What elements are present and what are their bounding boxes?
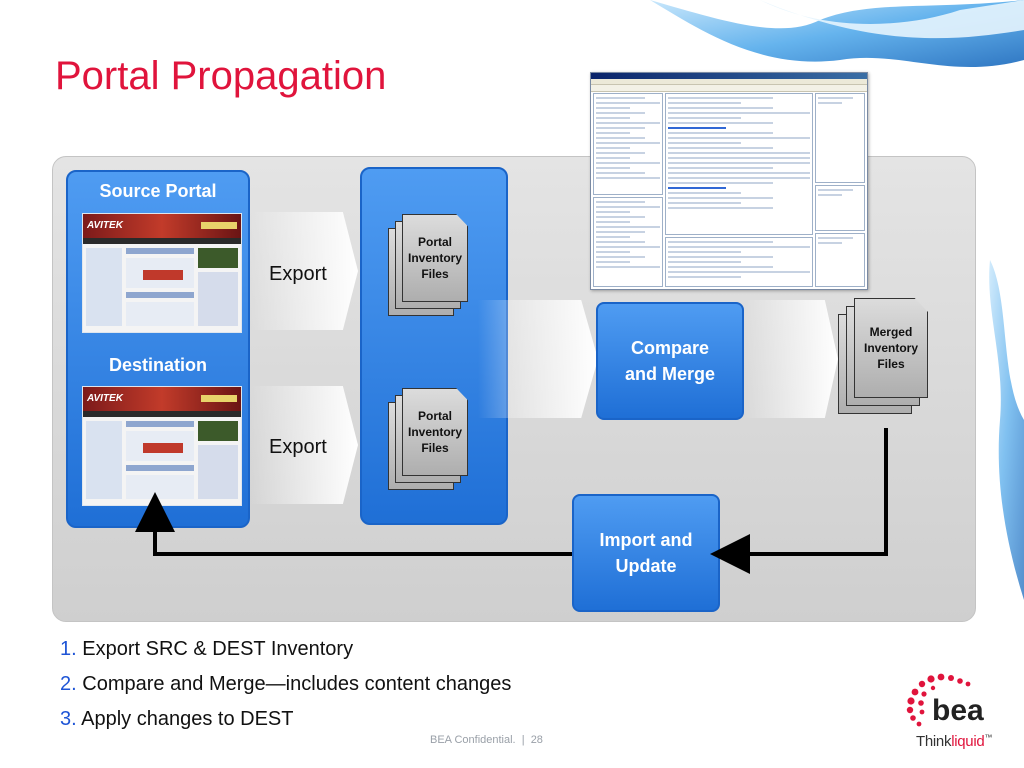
destination-portal-screenshot: AVITEK	[82, 386, 242, 506]
bea-logo-icon: bea Thinkliquid™	[902, 670, 1002, 750]
export-top-arrow	[250, 212, 358, 330]
list-item: 1. Export SRC & DEST Inventory	[60, 638, 354, 660]
to-compare-arrow	[478, 300, 598, 418]
source-portal-label: Source Portal	[99, 181, 217, 201]
merged-to-import-connector	[710, 428, 888, 574]
list-item: 3. Apply changes to DEST	[60, 708, 294, 730]
list-item: 2. Compare and Merge—includes content ch…	[60, 673, 512, 695]
export-bottom-label: Export	[269, 436, 327, 458]
ide-screenshot	[590, 72, 868, 290]
footer-confidential: BEA Confidential. | 28	[430, 734, 543, 746]
page-title: Portal Propagation	[55, 54, 387, 98]
to-merged-arrow	[744, 300, 838, 418]
destination-label: Destination	[108, 355, 207, 375]
bea-logo-brand: bea	[932, 694, 984, 727]
import-to-destination-connector	[135, 492, 572, 556]
source-portal-screenshot: AVITEK	[82, 213, 242, 333]
steps-list: 1. Export SRC & DEST Inventory 2. Compar…	[60, 632, 511, 737]
export-bottom-arrow	[250, 386, 358, 504]
source-screenshot-logo: AVITEK	[87, 220, 123, 231]
destination-screenshot-logo: AVITEK	[87, 393, 123, 404]
export-top-label: Export	[269, 263, 327, 285]
